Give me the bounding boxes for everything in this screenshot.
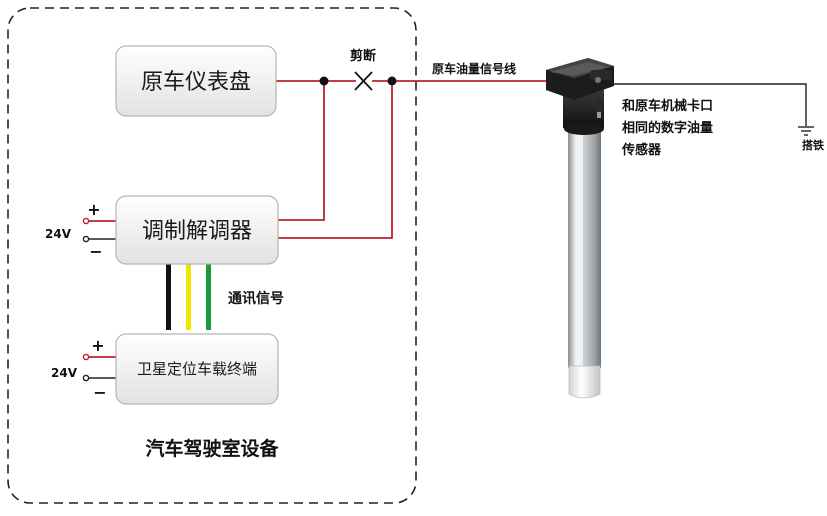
signal-line-label: 原车油量信号线: [432, 61, 516, 76]
wire-modem-lower: [277, 81, 393, 239]
terminal-dots: [82, 217, 90, 382]
comm-wire-black: [166, 264, 171, 330]
comm-wire-green: [206, 264, 211, 330]
ground-icon: [798, 126, 814, 136]
cut-label: 剪断: [350, 48, 376, 64]
sensor-desc-line1: 和原车机械卡口: [622, 98, 713, 114]
sensor-desc-line2: 相同的数字油量: [622, 120, 713, 136]
comm-wire-yellow: [186, 264, 191, 330]
terminal-label: 卫星定位车载终端: [137, 360, 257, 378]
junction-dot-right: [387, 76, 397, 86]
cross-icon: [354, 71, 373, 91]
plus-sign-bottom: +: [91, 336, 104, 355]
dashboard-box: 原车仪表盘: [115, 45, 277, 117]
junction-dot-left: [319, 76, 329, 86]
minus-sign-top: −: [89, 242, 102, 261]
voltage-label-bottom: 24V: [51, 366, 78, 380]
red-wires: [88, 80, 560, 358]
ground-wire: [612, 83, 807, 126]
sensor-desc-line3: 传感器: [621, 142, 662, 158]
fuel-level-sensor-icon: [546, 58, 614, 399]
cabin-title: 汽车驾驶室设备: [145, 437, 279, 460]
comm-signal-label: 通讯信号: [228, 290, 284, 307]
dashboard-label: 原车仪表盘: [141, 70, 251, 95]
terminal-box: 卫星定位车载终端: [115, 333, 279, 405]
voltage-label-top: 24V: [45, 227, 72, 241]
minus-sign-bottom: −: [93, 383, 106, 402]
ground-label: 搭铁: [802, 138, 824, 152]
cabin-boundary: [7, 7, 417, 504]
wire-modem-upper: [277, 81, 325, 221]
plus-sign-top: +: [87, 200, 100, 219]
modem-label: 调制解调器: [142, 219, 252, 244]
black-power-wires: [88, 238, 118, 379]
modem-box: 调制解调器: [115, 195, 279, 265]
